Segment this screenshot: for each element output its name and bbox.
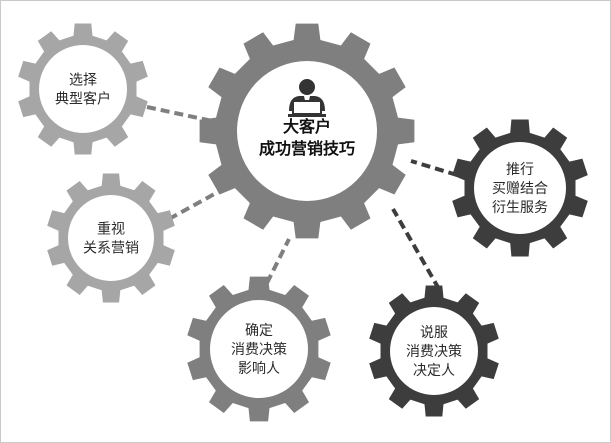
gear-value-relationship-marketing-face bbox=[68, 195, 154, 281]
gears-layer bbox=[18, 23, 588, 422]
gear-value-relationship-marketing bbox=[47, 173, 175, 303]
gear-promote-bundled-services-label-line-1: 推行 bbox=[506, 162, 534, 178]
gear-select-typical-customer-label-line-1: 选择 bbox=[69, 73, 97, 89]
gear-identify-decision-influencers-face bbox=[210, 300, 308, 398]
gear-identify-decision-influencers-label-line-1: 确定 bbox=[245, 323, 273, 339]
business-person-laptop-icon bbox=[288, 79, 326, 117]
center-title-line-1: 大客户 bbox=[283, 117, 331, 136]
center-title-line-2: 成功营销技巧 bbox=[259, 139, 355, 158]
gear-select-typical-customer bbox=[18, 23, 148, 155]
gear-persuade-decision-makers bbox=[369, 285, 499, 417]
gear-identify-decision-influencers-label-line-2: 消费决策 bbox=[231, 341, 287, 358]
connector-persuade-decision-makers bbox=[391, 208, 441, 290]
gear-select-typical-customer-face bbox=[39, 45, 127, 133]
gear-persuade-decision-makers-label-line-1: 说服 bbox=[420, 325, 448, 341]
gear-identify-decision-influencers-label-line-3: 影响人 bbox=[238, 361, 280, 377]
connector-value-relationship-marketing bbox=[168, 185, 228, 221]
gear-persuade-decision-makers-label-line-3: 决定人 bbox=[413, 363, 455, 379]
gear-persuade-decision-makers-label-line-2: 消费决策 bbox=[406, 343, 462, 360]
connector-identify-decision-influencers bbox=[265, 238, 291, 284]
gear-value-relationship-marketing-label-line-1: 重视 bbox=[97, 222, 125, 238]
gear-promote-bundled-services-label-line-3: 衍生服务 bbox=[492, 200, 548, 216]
gear-select-typical-customer-label-line-2: 典型客户 bbox=[55, 91, 111, 108]
gear-persuade-decision-makers-face bbox=[390, 307, 478, 395]
gear-promote-bundled-services bbox=[452, 119, 588, 257]
gear-identify-decision-influencers bbox=[187, 276, 331, 422]
center-gear bbox=[199, 23, 415, 239]
center-gear-face bbox=[237, 61, 377, 201]
gear-promote-bundled-services-label-line-2: 买赠结合 bbox=[492, 181, 548, 197]
gear-promote-bundled-services-face bbox=[474, 142, 566, 234]
connector-promote-bundled-services bbox=[410, 159, 458, 177]
gear-value-relationship-marketing-label-line-2: 关系营销 bbox=[83, 241, 139, 257]
